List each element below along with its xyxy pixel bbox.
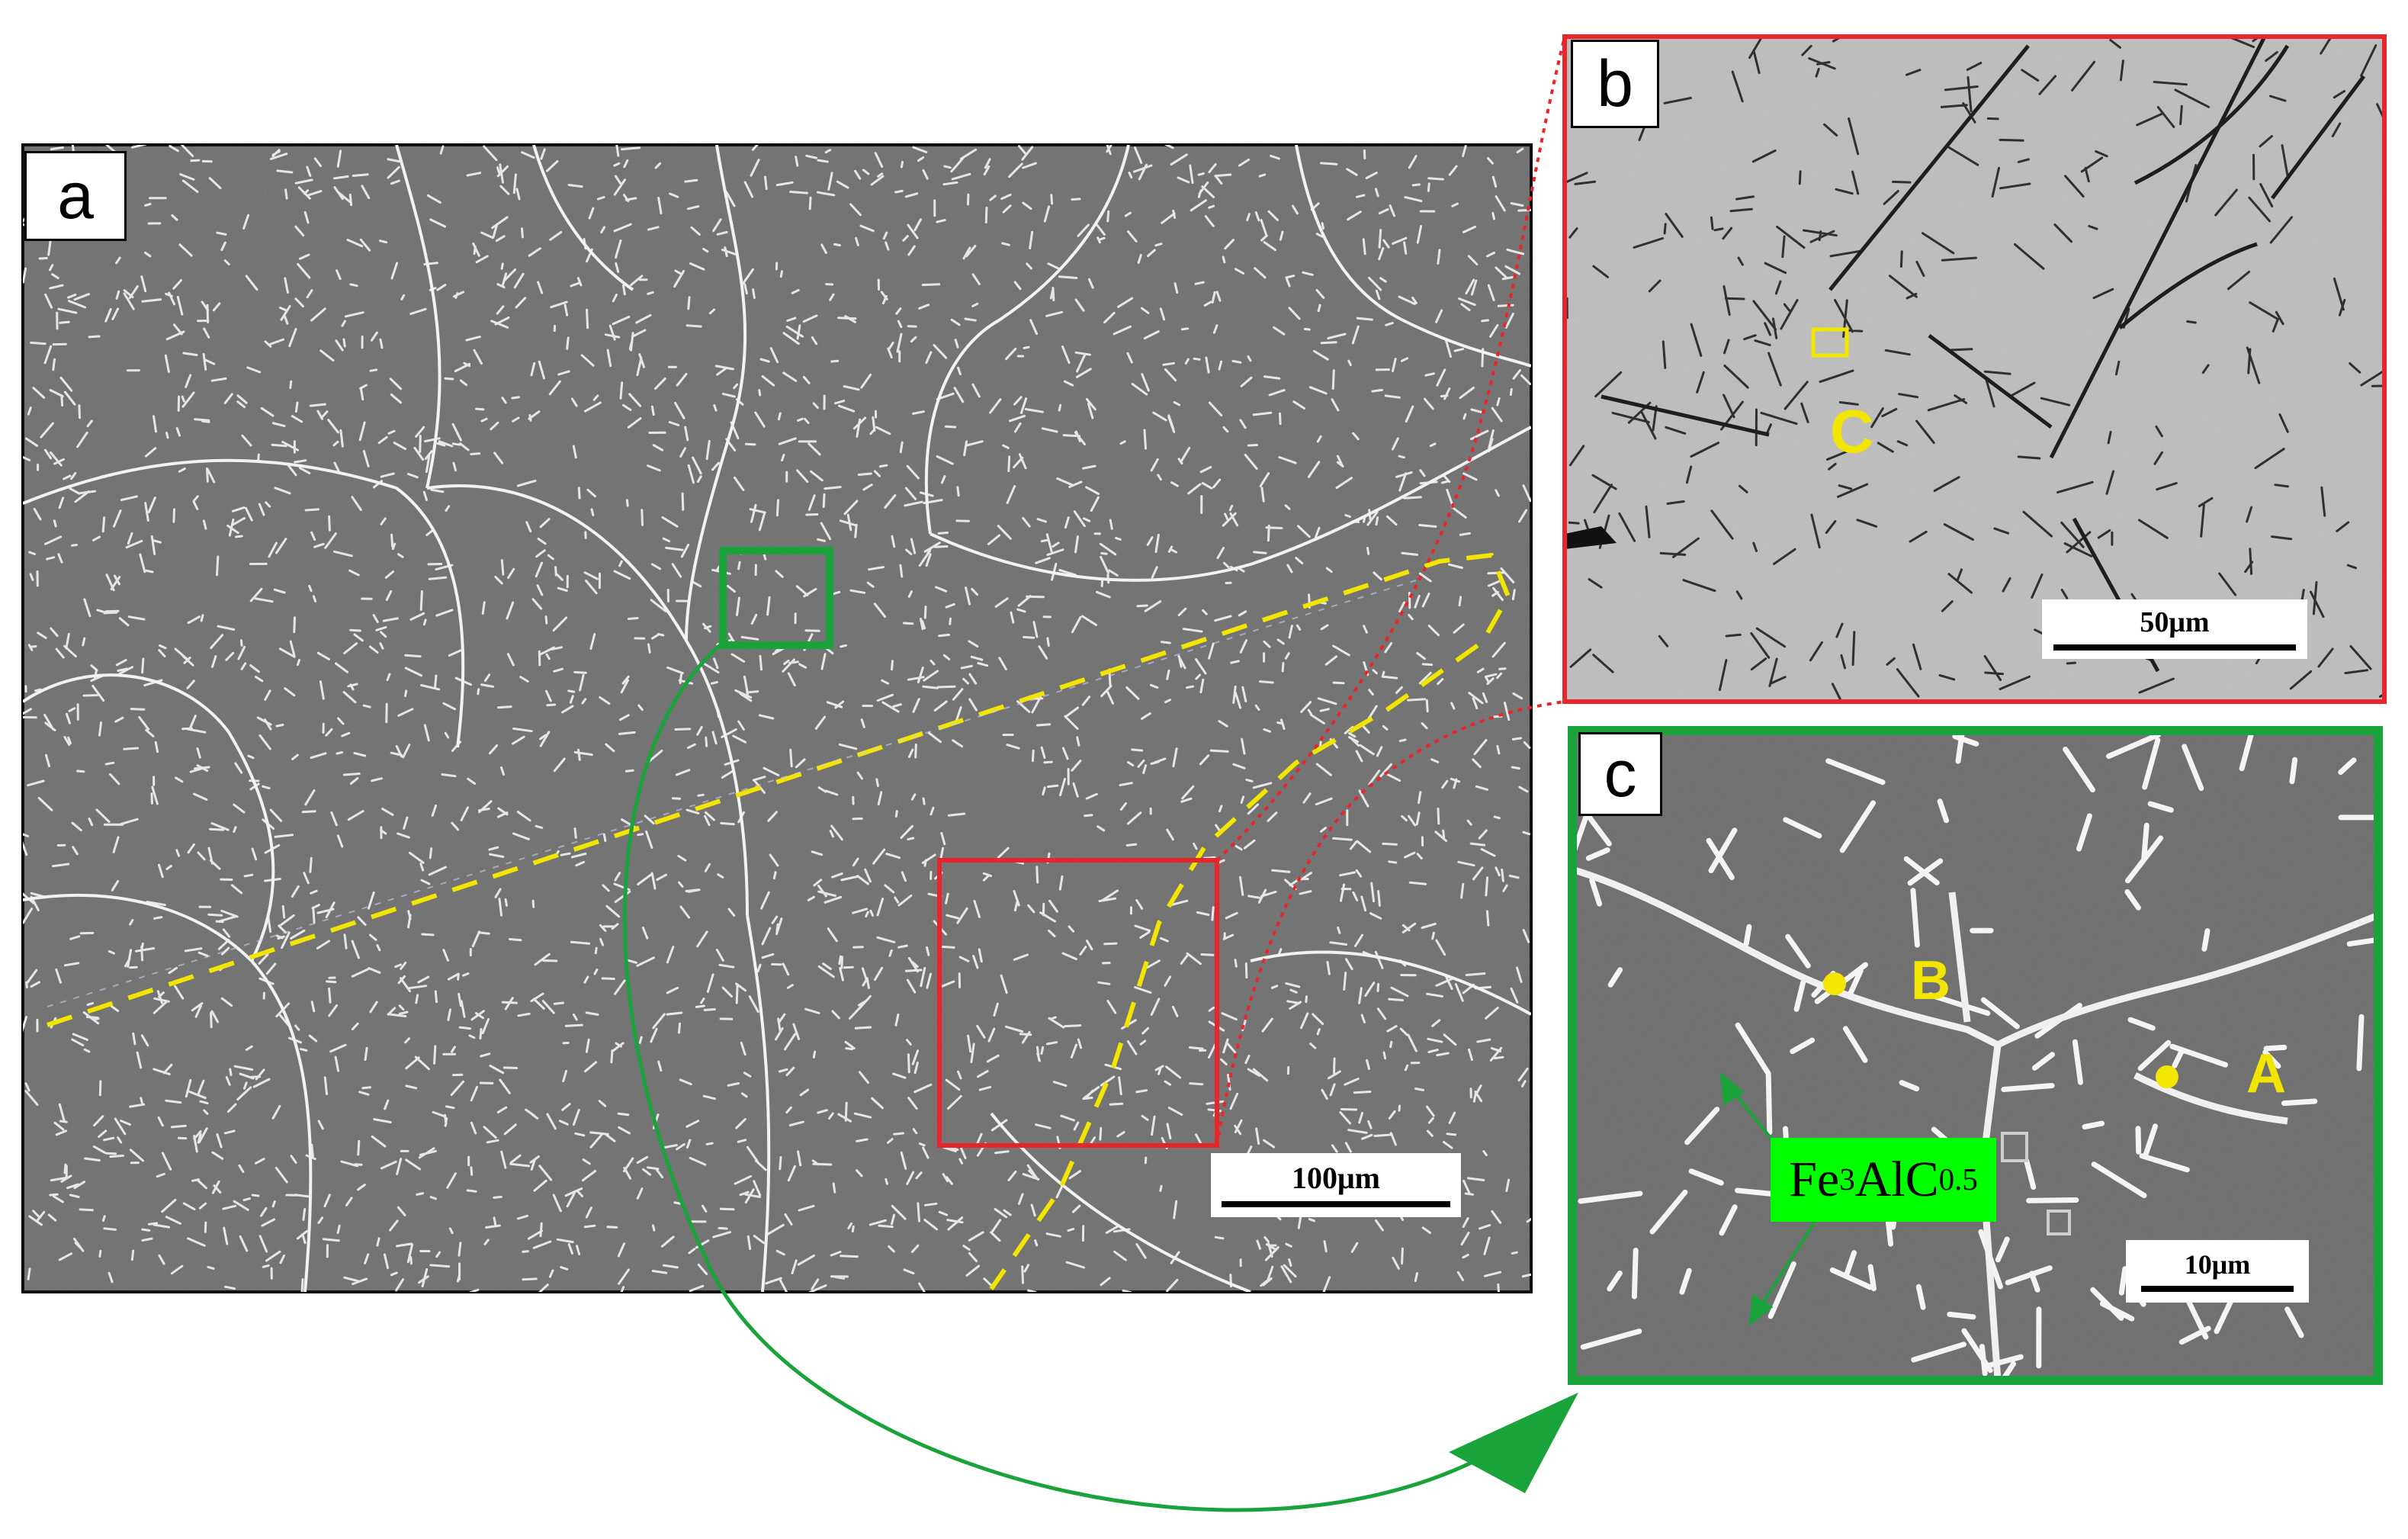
panel-b-needles bbox=[1601, 37, 2365, 673]
panel-b-point-c-box bbox=[1811, 327, 1849, 358]
panel-a-micrograph bbox=[21, 143, 1533, 1293]
panel-a-carbide-texture bbox=[23, 145, 1531, 1292]
zoom-connectors bbox=[622, 36, 1578, 1512]
panel-c-scale-label: 10μm bbox=[2184, 1249, 2251, 1280]
panel-b-scale-label: 50μm bbox=[2140, 606, 2210, 638]
panel-b-carbide-texture bbox=[1565, 37, 2384, 702]
textureB-strokes bbox=[1565, 37, 2384, 702]
panel-a-letter: a bbox=[24, 151, 127, 241]
panel-c-point-b-marker bbox=[1823, 972, 1846, 995]
panel-b-scale-bar: 50μm bbox=[2042, 599, 2307, 659]
panel-c-scale-bar: 10μm bbox=[2126, 1240, 2309, 1303]
panel-c-point-a-marker bbox=[2156, 1065, 2178, 1088]
panel-c-letter: c bbox=[1578, 732, 1662, 816]
panel-a-scale-bar: 100μm bbox=[1211, 1153, 1461, 1217]
panel-b-frame bbox=[1562, 34, 2387, 704]
green-arrow-head bbox=[1449, 1393, 1578, 1493]
panel-a-scale-label: 100μm bbox=[1292, 1161, 1380, 1195]
panel-b-point-c-label: C bbox=[1830, 397, 1874, 465]
panel-c-point-b-label: B bbox=[1911, 950, 1950, 1011]
panel-b-letter: b bbox=[1571, 40, 1659, 128]
panel-a-red-roi bbox=[937, 858, 1219, 1148]
panel-c-frame bbox=[1568, 726, 2383, 1385]
panel-c-point-a-label: A bbox=[2246, 1043, 2286, 1104]
panel-c-boundaries bbox=[1572, 866, 2378, 1380]
panel-a-green-roi bbox=[719, 547, 833, 649]
textureA-strokes bbox=[23, 145, 1531, 1292]
phase-label-pointers bbox=[1719, 1072, 1819, 1326]
panel-b-micrograph bbox=[1562, 34, 2387, 704]
panel-a-weld-outline bbox=[47, 552, 1511, 1290]
